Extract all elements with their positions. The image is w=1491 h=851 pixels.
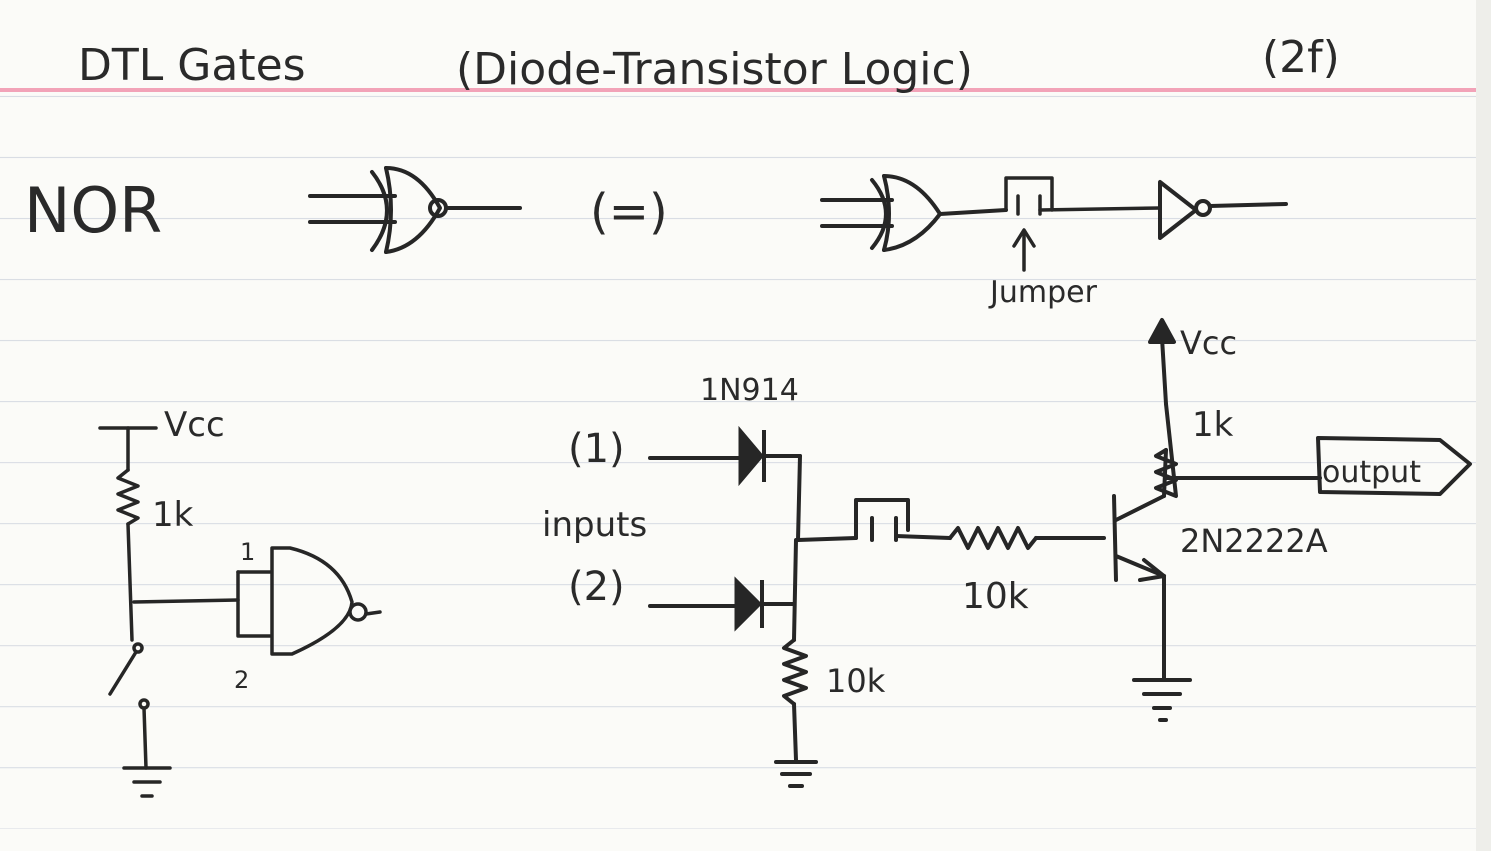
switch-resistor-label: 1k (152, 495, 194, 535)
gate-pin-2: 2 (234, 666, 249, 694)
equivalence-sign: (=) (590, 184, 668, 240)
gate-name: NOR (24, 174, 162, 247)
jumper-label: Jumper (988, 275, 1098, 310)
collector-vcc-label: Vcc (1180, 324, 1237, 362)
input-2-label: (2) (568, 564, 625, 610)
diode-part-label: 1N914 (700, 373, 799, 408)
transistor-symbol (1112, 318, 1322, 722)
card-number: (2f) (1262, 32, 1340, 83)
gate-pin-1: 1 (240, 538, 255, 566)
output-label: output (1322, 455, 1421, 490)
diode-1-icon (738, 425, 766, 487)
or-gate-symbol (820, 174, 1008, 252)
inverter-symbol (1158, 180, 1288, 240)
base-resistor-label: 10k (962, 576, 1029, 617)
switch-vcc-label: Vcc (164, 405, 225, 445)
jumper-symbol (1004, 176, 1162, 272)
subtitle: (Diode-Transistor Logic) (456, 44, 973, 95)
nor-gate-symbol (308, 166, 522, 254)
output-connector (1316, 436, 1472, 496)
input-1-label: (1) (568, 426, 625, 472)
schematic-wiring (648, 454, 1106, 788)
pulldown-resistor-label: 10k (826, 662, 886, 700)
transistor-label: 2N2222A (1180, 522, 1328, 560)
switch-circuit (98, 426, 382, 798)
card-edge (1476, 0, 1491, 851)
diode-2-icon (734, 576, 764, 632)
title: DTL Gates (78, 40, 306, 91)
collector-resistor-label: 1k (1192, 405, 1234, 445)
inputs-label: inputs (542, 505, 647, 545)
margin-rule (0, 88, 1491, 92)
